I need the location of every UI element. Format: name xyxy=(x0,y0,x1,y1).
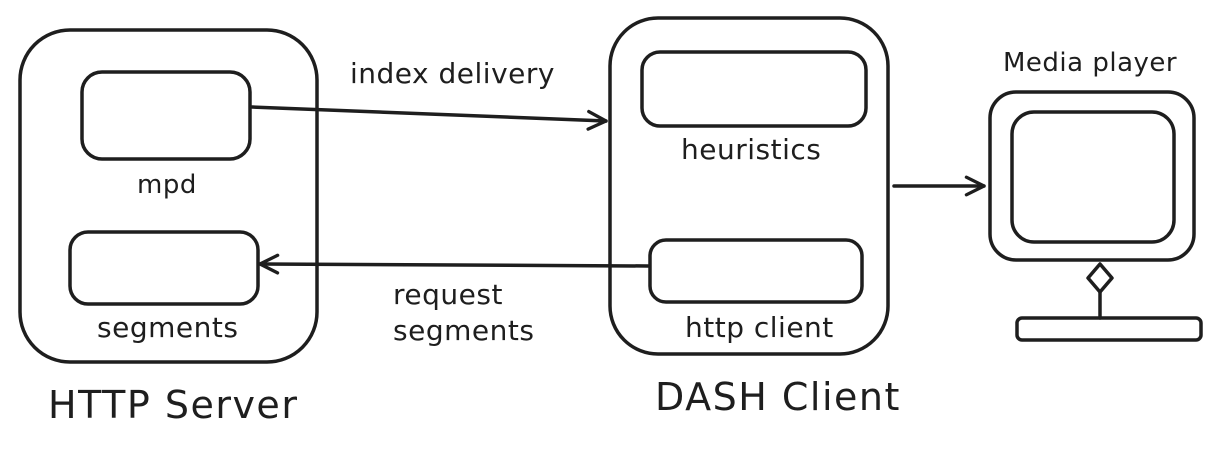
dash-client-title: DASH Client xyxy=(655,375,901,419)
monitor-frame xyxy=(988,90,1196,262)
monitor-screen xyxy=(1010,110,1176,244)
monitor-neck-diamond xyxy=(1086,262,1114,294)
request-segments-arrow xyxy=(258,253,650,275)
request-segments-line2: segments xyxy=(393,314,535,348)
segments-label: segments xyxy=(97,311,239,344)
heuristics-label: heuristics xyxy=(681,133,822,166)
index-delivery-arrow xyxy=(250,105,608,131)
dash-client-box xyxy=(608,16,890,356)
http-server-title: HTTP Server xyxy=(48,383,299,427)
index-delivery-label: index delivery xyxy=(350,57,555,90)
http-server-box xyxy=(18,28,319,364)
media-player-title: Media player xyxy=(1003,48,1178,78)
mpd-box xyxy=(80,70,252,161)
request-segments-label: request segments xyxy=(393,277,534,350)
http-client-box xyxy=(648,238,864,304)
request-segments-line1: request xyxy=(393,278,503,311)
http-client-label: http client xyxy=(685,311,834,344)
segments-box xyxy=(68,230,260,306)
monitor-base xyxy=(1015,316,1203,342)
heuristics-box xyxy=(640,50,868,128)
mpd-label: mpd xyxy=(137,170,197,200)
